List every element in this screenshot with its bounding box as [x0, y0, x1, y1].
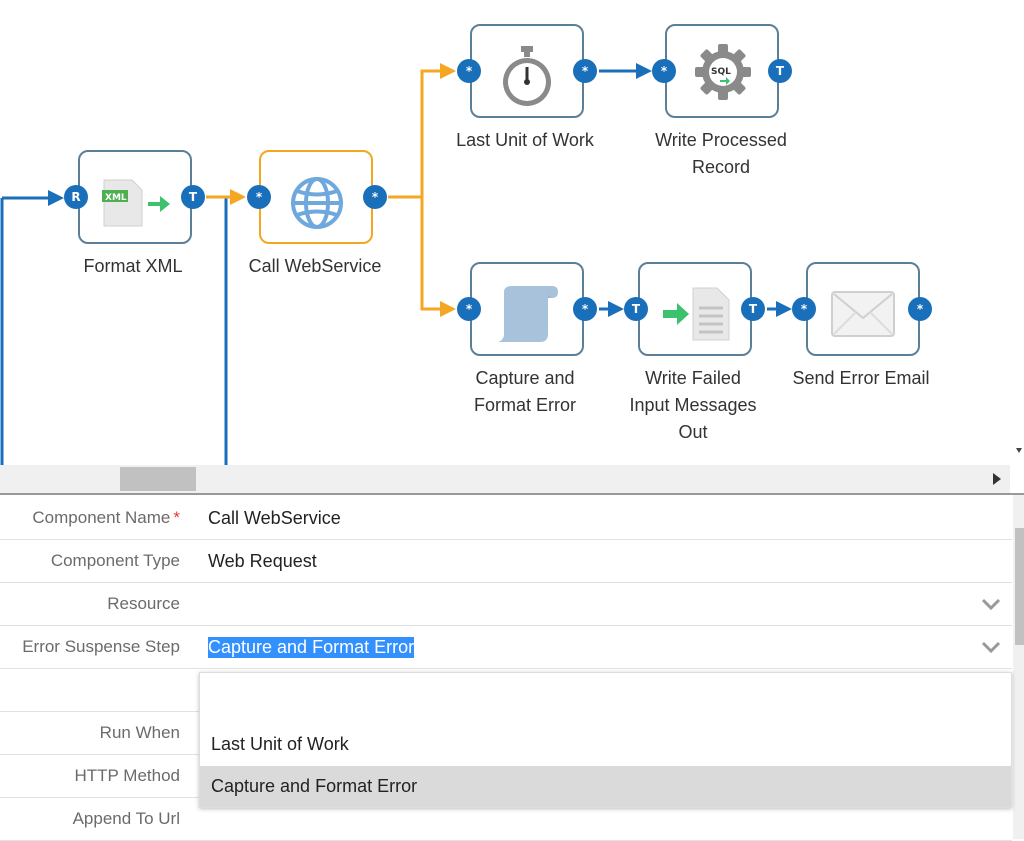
call-ws-in-port[interactable]: *	[247, 185, 271, 209]
call-ws-out-port[interactable]: *	[363, 185, 387, 209]
workflow-canvas[interactable]: XML R T Format XML * * Call WebService *…	[0, 0, 1010, 465]
capture-error-label: Capture and Format Error	[440, 365, 610, 419]
stopwatch-icon	[498, 46, 556, 113]
component-type-value: Web Request	[208, 551, 317, 571]
write-failed-label-line-2: Input Messages	[629, 395, 757, 415]
property-row-resource: Resource	[0, 583, 1012, 626]
sql-badge-text: SQL	[711, 67, 731, 77]
format-xml-out-port[interactable]: T	[181, 185, 205, 209]
panel-divider[interactable]	[0, 493, 1024, 495]
canvas-scroll-down-icon[interactable]	[1014, 442, 1024, 453]
send-email-out-port[interactable]: *	[908, 297, 932, 321]
write-failed-out-port[interactable]: T	[741, 297, 765, 321]
property-label: Error Suspense Step	[22, 637, 180, 656]
property-label: Resource	[107, 594, 180, 613]
property-label: HTTP Method	[74, 766, 180, 785]
xml-convert-icon: XML	[102, 178, 172, 233]
write-failed-label-line-1: Write Failed	[645, 368, 741, 388]
scroll-right-arrow-icon[interactable]	[990, 470, 1004, 488]
required-indicator: *	[173, 508, 180, 527]
capture-error-label-line-1: Capture and	[475, 368, 575, 388]
globe-icon	[290, 176, 344, 235]
property-label: Component Type	[50, 551, 180, 570]
dropdown-option-capture-error[interactable]: Capture and Format Error	[200, 766, 1011, 807]
write-failed-label: Write Failed Input Messages Out	[608, 365, 778, 446]
capture-error-out-port[interactable]: *	[573, 297, 597, 321]
xml-badge-text: XML	[105, 193, 127, 203]
error-suspense-dropdown[interactable]: Last Unit of Work Capture and Format Err…	[199, 672, 1012, 808]
capture-error-label-line-2: Format Error	[473, 395, 576, 415]
write-processed-out-port[interactable]: T	[768, 59, 792, 83]
property-row-error-suspense-step: Error Suspense Step Capture and Format E…	[0, 626, 1012, 669]
last-unit-in-port[interactable]: *	[457, 59, 481, 83]
script-scroll-icon	[494, 284, 560, 349]
property-row-component-type: Component Type Web Request	[0, 540, 1012, 583]
envelope-icon	[830, 290, 896, 343]
sql-gear-icon: SQL	[693, 42, 753, 107]
error-suspense-select[interactable]: Capture and Format Error	[208, 637, 415, 658]
format-xml-in-port[interactable]: R	[64, 185, 88, 209]
property-label: Component Name*	[32, 508, 180, 527]
write-processed-label: Write Processed Record	[636, 127, 806, 181]
chevron-down-icon[interactable]	[981, 597, 1001, 611]
dropdown-option-empty[interactable]	[200, 683, 1011, 724]
dropdown-option-last-unit[interactable]: Last Unit of Work	[211, 734, 349, 754]
last-unit-label: Last Unit of Work	[456, 130, 594, 150]
capture-error-in-port[interactable]: *	[457, 297, 481, 321]
write-processed-label-line-1: Write Processed	[655, 130, 787, 150]
component-name-field[interactable]: Call WebService	[208, 508, 341, 528]
property-label: Run When	[99, 723, 180, 742]
write-processed-label-line-2: Record	[691, 157, 751, 177]
canvas-scrollbar-thumb[interactable]	[120, 467, 196, 491]
document-write-icon	[661, 286, 733, 347]
send-email-label: Send Error Email	[792, 368, 930, 388]
send-email-in-port[interactable]: *	[792, 297, 816, 321]
property-row-component-name: Component Name* Call WebService	[0, 497, 1012, 540]
write-processed-in-port[interactable]: *	[652, 59, 676, 83]
write-failed-label-line-3: Out	[678, 422, 708, 442]
call-ws-label: Call WebService	[248, 256, 382, 276]
last-unit-out-port[interactable]: *	[573, 59, 597, 83]
connector-lines	[0, 63, 792, 465]
properties-vertical-scrollbar[interactable]	[1013, 495, 1024, 839]
properties-scrollbar-thumb[interactable]	[1015, 528, 1024, 645]
chevron-down-icon[interactable]	[981, 640, 1001, 654]
format-xml-label: Format XML	[83, 256, 183, 276]
property-label: Append To Url	[72, 809, 180, 828]
write-failed-in-port[interactable]: T	[624, 297, 648, 321]
